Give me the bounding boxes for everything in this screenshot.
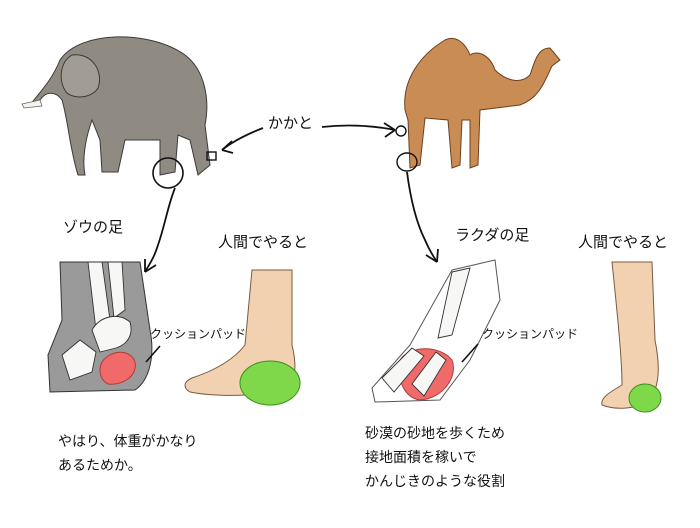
arrow-camel-down [406, 171, 438, 263]
camel-foot-skeleton [371, 259, 501, 403]
heel-label: かかと [268, 114, 314, 132]
arrowhead-elephant-down [144, 259, 157, 273]
elephant-note: やはり、体重がかなり あるためか。 [58, 430, 197, 478]
green-cushion-camel [628, 383, 662, 413]
camel-foot-circle [396, 152, 418, 172]
elephant-cushion-pad-label: クッションパッド [150, 327, 247, 341]
arrow-camel-pad [461, 343, 479, 363]
elephant-note-line-1: やはり、体重がかなり [58, 434, 198, 450]
human-foot-elephant-style [184, 269, 301, 406]
arrow-to-elephant-heel [221, 127, 264, 151]
elephant-foot-title: ゾウの足 [63, 218, 124, 236]
elephant-foot-skeleton [47, 261, 153, 393]
arrow-to-camel-heel [321, 124, 396, 131]
green-cushion-elephant [239, 360, 301, 406]
camel-human-title: 人間でやると [578, 233, 669, 251]
camel-note: 砂漠の砂地を歩くため 接地面積を稼いで かんじきのような役割 [365, 422, 505, 494]
camel-cushion-pad-label: クッションパッド [482, 327, 579, 341]
arrowhead-camel [383, 122, 396, 138]
arrowhead-elephant [221, 140, 234, 154]
elephant-heel-circle [152, 157, 184, 189]
arrow-elephant-down [144, 187, 176, 273]
elephant-heel-marker [206, 151, 217, 161]
elephant-human-title: 人間でやると [218, 233, 309, 251]
elephant-note-line-2: あるためか。 [58, 458, 142, 474]
camel-note-line-3: かんじきのような役割 [365, 474, 505, 490]
camel-foot-title: ラクダの足 [455, 226, 530, 244]
arrowhead-camel-down [425, 248, 439, 263]
camel-note-line-2: 接地面積を稼いで [365, 450, 477, 466]
camel-heel-circle [395, 125, 407, 137]
camel-illustration [404, 37, 561, 169]
camel-note-line-1: 砂漠の砂地を歩くため [365, 426, 505, 442]
arrow-elephant-pad [145, 345, 161, 363]
elephant-illustration [21, 36, 211, 176]
human-foot-camel-style [601, 261, 662, 413]
